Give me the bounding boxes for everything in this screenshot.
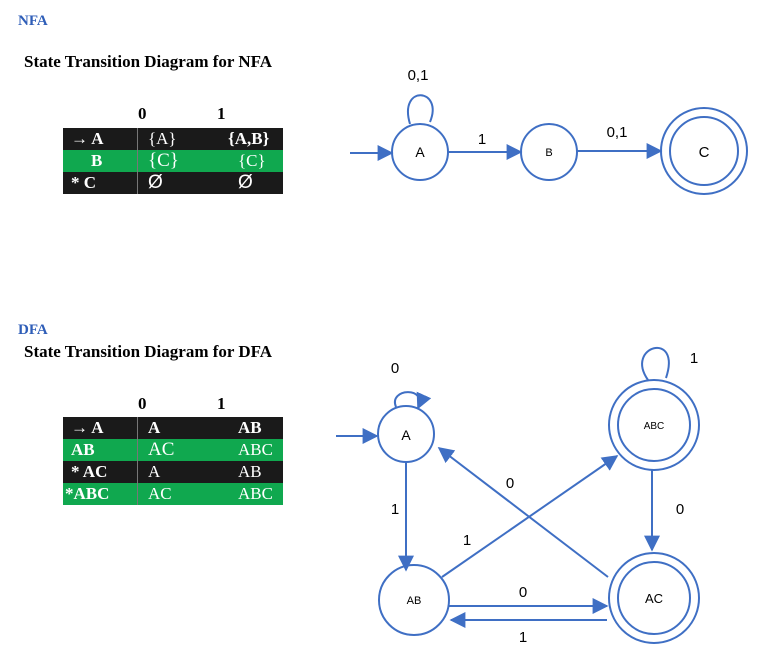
nfa-state-c-label: C [699,144,710,161]
dfa-state-a-label: A [401,427,411,443]
transition-cell: ABC [222,439,283,461]
state-cell: → A [63,128,138,150]
dfa-col-header-1: 1 [217,394,226,413]
table-row: * C Ø Ø [63,172,283,194]
nfa-col-header-1: 1 [217,104,226,123]
table-row: * AC A AB [63,461,283,483]
state-cell: → A [63,417,138,439]
dfa-ac-to-a-label: 0 [506,475,514,492]
dfa-state-abc-outer [608,379,700,471]
state-cell: * C [63,172,138,194]
dfa-state-ac-outer [608,552,700,644]
transition-cell: Ø [222,172,283,194]
dfa-a-loop-label: 0 [391,360,399,377]
dfa-ab-to-ac-label: 0 [519,584,527,601]
nfa-title: State Transition Diagram for NFA [24,52,273,71]
dfa-section-label: DFA [18,322,48,338]
nfa-a-loop [407,94,434,125]
nfa-state-c-inner [669,116,739,186]
nfa-state-a-label: A [415,144,425,160]
nfa-b-to-c-label: 0,1 [607,124,628,141]
dfa-a-to-ab-label: 1 [391,501,399,518]
table-row: B {C} {C} [63,150,283,172]
dfa-abc-loop-label: 1 [690,350,698,367]
dfa-state-ac-inner [617,561,691,635]
state-cell: B [63,150,138,172]
dfa-title: State Transition Diagram for DFA [24,342,273,361]
transition-cell: {C} [137,150,222,172]
dfa-state-abc-label: ABC [644,421,665,432]
dfa-a-loop [393,391,432,410]
dfa-state-abc-inner [617,388,691,462]
nfa-state-b-label: B [545,147,552,159]
table-row: *ABC AC ABC [63,483,283,505]
nfa-section-label: NFA [18,13,48,29]
nfa-state-c-outer [660,107,748,195]
dfa-abc-loop [641,346,670,381]
dfa-ac-to-ab-label: 1 [519,629,527,646]
dfa-state-ac-label: AC [645,591,663,606]
nfa-a-loop-label: 0,1 [408,67,429,84]
transition-cell: AB [222,417,283,439]
transition-cell: AC [137,483,222,505]
state-cell: *ABC [63,483,138,505]
transition-cell: A [137,461,222,483]
state-cell: AB [63,439,138,461]
dfa-state-ab-circle [378,564,450,636]
table-row: → A {A} {A,B} [63,128,283,150]
transition-cell: AB [222,461,283,483]
dfa-abc-to-ac-label: 0 [676,501,684,518]
dfa-state-ab-label: AB [407,595,422,607]
table-row: → A A AB [63,417,283,439]
dfa-ab-to-abc-label: 1 [463,532,471,549]
dfa-ac-to-a-arrow [437,447,609,578]
dfa-transition-table: → A A AB AB AC ABC * AC A AB *ABC AC ABC [63,417,283,505]
transition-cell: AC [137,439,222,461]
transition-cell: ABC [222,483,283,505]
nfa-transition-table: → A {A} {A,B} B {C} {C} * C Ø Ø [63,128,283,194]
transition-cell: Ø [137,172,222,194]
transition-cell: {C} [222,150,283,172]
table-row: AB AC ABC [63,439,283,461]
nfa-a-to-b-label: 1 [478,131,486,148]
transition-cell: {A} [137,128,222,150]
dfa-col-header-0: 0 [138,394,147,413]
state-cell: * AC [63,461,138,483]
transition-cell: A [137,417,222,439]
nfa-col-header-0: 0 [138,104,147,123]
transition-cell: {A,B} [222,128,283,150]
